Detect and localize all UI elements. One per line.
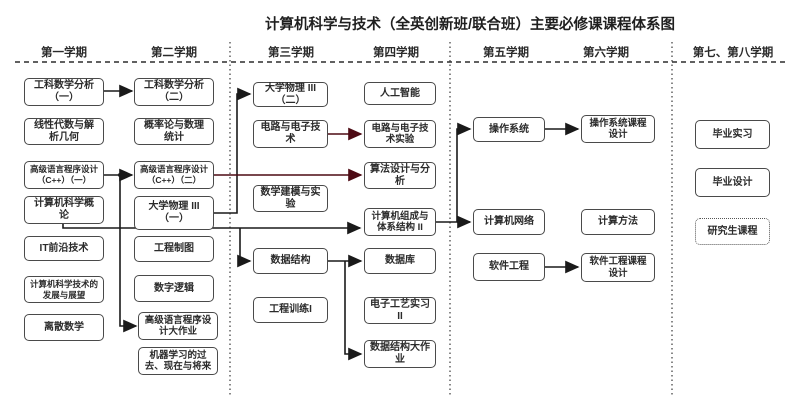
course-label: 软件工程课程设计 (589, 256, 647, 279)
course-label: 毕业设计 (712, 176, 753, 188)
semester-header-3: 第三学期 (268, 47, 314, 59)
edge-cpp1-to-cpp-project (119, 175, 138, 333)
course-label: 工程训练I (269, 304, 312, 315)
course-machine-learning-past-future: 机器学习的过去、现在与将来 (138, 347, 218, 375)
semester-header-1: 第一学期 (41, 47, 87, 59)
course-label: 线性代数与解析几何 (34, 119, 94, 143)
course-label: 离散数学 (44, 321, 84, 333)
course-computer-organization: 计算机组成与体系结构 II (364, 208, 436, 236)
course-label: 机器学习的过去、现在与将来 (144, 349, 212, 372)
course-label: 算法设计与分析 (370, 163, 430, 187)
course-cpp-project: 高级语言程序设计大作业 (138, 312, 218, 340)
course-label: 数据库 (385, 255, 415, 266)
course-label: 工程制图 (154, 243, 194, 254)
course-label: 工科数学分析（一） (34, 80, 94, 103)
course-label: 计算机科学技术的发展与展望 (30, 278, 99, 300)
course-label: 概率论与数理统计 (144, 119, 204, 143)
course-computer-networks: 计算机网络 (473, 209, 545, 235)
course-cpp-programming-2: 高级语言程序设计（C++）（二） (134, 161, 214, 189)
edge-physics1-to-physics2 (214, 87, 252, 214)
course-data-structures-project: 数据结构大作业 (364, 340, 436, 368)
semester-header-7-8: 第七、第八学期 (692, 47, 774, 59)
course-label: 人工智能 (380, 87, 420, 99)
course-linear-algebra: 线性代数与解析几何 (24, 118, 104, 145)
course-software-engineering: 软件工程 (473, 253, 545, 281)
course-database: 数据库 (364, 248, 436, 274)
semester-header-4: 第四学期 (373, 47, 419, 59)
course-label: 大学物理 III（一） (148, 201, 200, 224)
course-cpp-programming-1: 高级语言程序设计（C++）（一） (24, 161, 104, 189)
course-operating-systems: 操作系统 (473, 117, 545, 142)
page-title: 计算机科学与技术（全英创新班/联合班）主要必修课课程体系图 (264, 17, 676, 33)
course-label: IT前沿技术 (39, 242, 89, 254)
course-graduation-internship: 毕业实习 (695, 120, 770, 149)
course-label: 操作系统课程设计 (589, 117, 647, 140)
semester-header-2: 第二学期 (151, 47, 197, 59)
course-label: 计算机组成与体系结构 II (371, 210, 429, 233)
course-cs-introduction: 计算机科学概论 (24, 196, 104, 224)
course-physics-2: 大学物理 III（二） (253, 82, 328, 107)
course-label: 毕业实习 (712, 128, 753, 140)
course-discrete-math: 离散数学 (24, 314, 104, 341)
course-label: 电路与电子技术 (260, 122, 321, 145)
course-os-course-design: 操作系统课程设计 (581, 115, 655, 143)
course-it-frontier: IT前沿技术 (24, 236, 104, 261)
course-label: 高级语言程序设计（C++）（一） (30, 164, 99, 185)
course-label: 计算机科学概论 (34, 198, 94, 221)
course-graduate-courses: 研究生课程 (695, 218, 770, 245)
junction-dot (118, 173, 122, 177)
course-label: 高级语言程序设计（C++）（二） (140, 164, 209, 185)
edge-organization-to-operating-systems (436, 122, 472, 223)
course-label: 软件工程 (489, 261, 529, 272)
course-probability-statistics: 概率论与数理统计 (134, 118, 214, 145)
course-graduation-design: 毕业设计 (695, 168, 770, 197)
course-se-course-design: 软件工程课程设计 (581, 253, 655, 282)
edge-cs-intro-to-computer-organization (62, 221, 362, 235)
course-label: 高级语言程序设计大作业 (144, 314, 212, 337)
course-circuits-electronics-lab: 电路与电子技术实验 (364, 120, 436, 148)
course-label: 大学物理 III（二） (264, 82, 317, 106)
semester-header-6: 第六学期 (583, 47, 629, 59)
course-label: 数学建模与实验 (260, 186, 321, 210)
course-label: 数字逻辑 (154, 282, 194, 294)
course-math-analysis-2: 工科数学分析（二） (134, 78, 214, 106)
course-label: 电路与电子技术实验 (371, 122, 429, 145)
course-engineering-training-1: 工程训练I (253, 297, 328, 323)
course-algorithm-design: 算法设计与分析 (364, 162, 436, 189)
course-label: 数据结构 (270, 255, 311, 266)
course-computational-methods: 计算方法 (581, 209, 655, 235)
course-physics-1: 大学物理 III（一） (134, 196, 214, 230)
course-circuits-electronics: 电路与电子技术 (253, 120, 328, 148)
course-math-analysis-1: 工科数学分析（一） (24, 78, 104, 106)
course-cs-development-outlook: 计算机科学技术的发展与展望 (24, 276, 104, 303)
course-label: 计算方法 (598, 216, 638, 227)
edge-data-structures-to-ds-project (344, 261, 363, 361)
semester-header-5: 第五学期 (483, 47, 529, 59)
course-data-structures: 数据结构 (253, 248, 328, 274)
course-label: 操作系统 (489, 123, 529, 135)
course-label: 电子工艺实习 II (370, 298, 430, 322)
course-label: 研究生课程 (707, 225, 758, 237)
course-math-modeling: 数学建模与实验 (253, 185, 328, 212)
course-engineering-drawing: 工程制图 (134, 236, 214, 262)
course-digital-logic: 数字逻辑 (134, 275, 214, 302)
course-label: 数据结构大作业 (370, 342, 430, 365)
course-label: 工科数学分析（二） (144, 80, 204, 103)
edge-cs-intro-to-data-structures (237, 228, 252, 268)
course-label: 计算机网络 (484, 216, 534, 227)
course-electronic-practice-2: 电子工艺实习 II (364, 297, 436, 324)
course-artificial-intelligence: 人工智能 (364, 82, 436, 105)
